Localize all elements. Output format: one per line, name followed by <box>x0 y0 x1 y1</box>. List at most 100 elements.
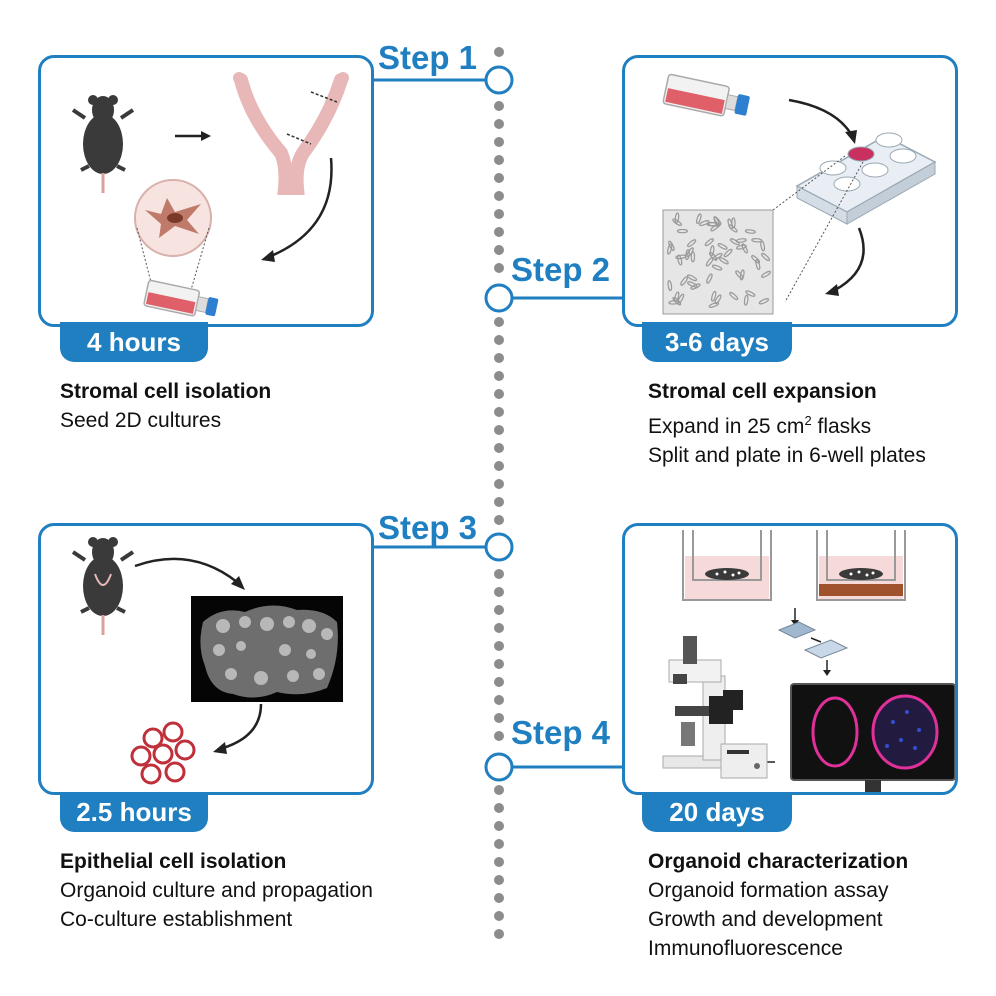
curved-arrow-icon <box>825 227 865 296</box>
timeline-dot <box>494 623 504 633</box>
timeline-dot <box>494 173 504 183</box>
step4-illustration <box>662 530 955 792</box>
timeline-dot <box>494 227 504 237</box>
step3-node <box>484 532 514 562</box>
stromal-cell-mark <box>709 245 715 257</box>
stromal-cell-mark <box>677 254 683 266</box>
timeline-dot <box>494 587 504 597</box>
stromal-cell-mark <box>667 243 673 255</box>
culture-flask-icon <box>662 73 750 117</box>
timeline-dot <box>494 731 504 741</box>
step3-illustration <box>71 537 343 785</box>
step3-panel <box>38 523 374 795</box>
step4-line: Growth and development <box>648 908 883 931</box>
stromal-cell-mark <box>704 238 714 247</box>
timeline-dot <box>494 875 504 885</box>
step4-line: Immunofluorescence <box>648 937 843 960</box>
curved-arrow-icon <box>788 98 857 144</box>
timeline-dot <box>494 821 504 831</box>
timeline-dot <box>494 929 504 939</box>
mouse-icon <box>71 95 135 193</box>
timeline-dot <box>494 191 504 201</box>
stromal-cell-mark <box>713 216 721 228</box>
stromal-cell-mark <box>696 213 702 225</box>
stromal-cell-mark <box>741 243 748 254</box>
step1-label: Step 1 <box>378 39 478 76</box>
timeline-dot <box>494 839 504 849</box>
step2-line-pre: Expand in 25 cm <box>648 415 805 438</box>
step3-description: Epithelial cell isolation Organoid cultu… <box>60 847 373 934</box>
stromal-cell-mark <box>761 252 771 262</box>
timeline-dot <box>494 569 504 579</box>
timeline-dot <box>494 893 504 903</box>
step3-duration-badge: 2.5 hours <box>60 792 208 832</box>
timeline-dot <box>494 47 504 57</box>
stromal-cell-mark <box>711 290 717 302</box>
stromal-cell-mark <box>729 238 740 246</box>
timeline-dot <box>494 137 504 147</box>
step4-title: Organoid characterization <box>648 850 909 873</box>
timeline-dot <box>494 497 504 507</box>
stromal-cell-mark <box>674 212 680 224</box>
step2-description: Stromal cell expansion Expand in 25 cm2 … <box>648 377 926 470</box>
slide-icon <box>777 608 849 676</box>
step1-title: Stromal cell isolation <box>60 380 272 403</box>
step2-panel <box>622 55 958 327</box>
step1-panel <box>38 55 374 327</box>
stromal-cell-mark <box>686 281 698 288</box>
timeline-dot <box>494 317 504 327</box>
timeline-dot <box>494 695 504 705</box>
stromal-cell-mark <box>745 290 756 297</box>
timeline-dot <box>494 461 504 471</box>
timeline-dot <box>494 911 504 921</box>
stromal-cell-mark <box>718 257 729 265</box>
timeline-dot <box>494 209 504 219</box>
mouse-icon <box>71 537 135 635</box>
step3-label: Step 3 <box>378 509 478 546</box>
stromal-cell-mark <box>686 247 694 258</box>
step2-title: Stromal cell expansion <box>648 380 877 403</box>
tissue-micrograph-icon <box>191 596 343 702</box>
stromal-cell-mark <box>744 229 756 234</box>
step2-line: Split and plate in 6-well plates <box>648 444 926 467</box>
stromal-cell-mark <box>723 248 733 258</box>
arrow-right-icon <box>175 131 211 141</box>
monitor-icon <box>790 683 955 792</box>
stromal-cell-mark <box>690 251 696 263</box>
stromal-cell-mark <box>685 249 690 261</box>
step2-line-sup: 2 <box>804 413 812 428</box>
timeline-dot <box>494 353 504 363</box>
step1-description: Stromal cell isolation Seed 2D cultures <box>60 377 271 435</box>
organoid-ring-icon <box>130 721 196 785</box>
step1-node <box>484 65 514 95</box>
stromal-cell-mark <box>735 244 747 250</box>
stromal-cell-mark <box>708 302 720 308</box>
timeline-dot <box>494 371 504 381</box>
stromal-cell-mark <box>729 291 739 301</box>
step3-line: Co-culture establishment <box>60 908 293 931</box>
stromal-cell-mark <box>698 220 710 227</box>
timeline-dot <box>494 389 504 399</box>
timeline-dot <box>494 677 504 687</box>
stromal-cell-mark <box>717 243 728 250</box>
stromal-cell-mark <box>686 274 698 282</box>
stromal-cell-mark <box>761 270 771 278</box>
step4-line: Organoid formation assay <box>648 879 889 902</box>
stromal-cell-mark <box>758 298 770 305</box>
timeline-dot <box>494 119 504 129</box>
microscopy-image-icon <box>662 209 774 315</box>
stromal-cell-mark <box>680 276 688 286</box>
timeline-dots <box>494 47 504 939</box>
stromal-cell-mark <box>672 218 682 226</box>
timeline-dot <box>494 713 504 723</box>
stromal-cell-mark <box>743 294 749 306</box>
uterus-icon <box>233 72 349 195</box>
step1-duration-badge: 4 hours <box>60 322 208 362</box>
step4-label: Step 4 <box>511 714 611 751</box>
transwell-insert-icon <box>682 530 772 601</box>
step2-label: Step 2 <box>511 251 611 288</box>
timeline-dot <box>494 659 504 669</box>
stromal-cell-mark <box>705 257 714 267</box>
timeline-dot <box>494 857 504 867</box>
